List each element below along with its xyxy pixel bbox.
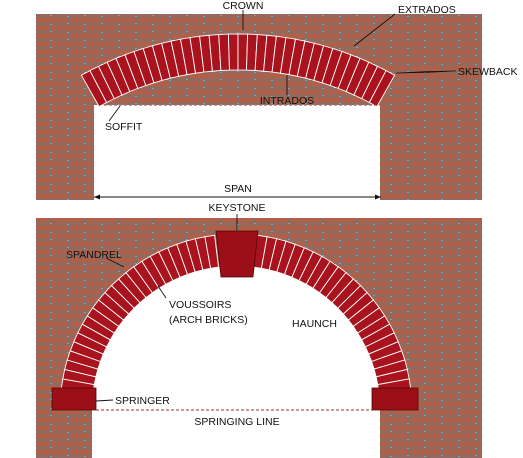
- crown-label: CROWN: [223, 0, 264, 12]
- span-arrow-right: [375, 194, 381, 200]
- span-arrow-left: [94, 194, 100, 200]
- span-label: SPAN: [224, 183, 252, 195]
- flat-arch-brick: [227, 33, 239, 71]
- springer-label: SPRINGER: [115, 395, 170, 407]
- soffit-label: SOFFIT: [105, 121, 143, 133]
- extrados-label: EXTRADOS: [398, 4, 456, 16]
- springer-leader: [95, 399, 114, 402]
- springer-right: [371, 387, 419, 411]
- voussoirs-note-label: (ARCH BRICKS): [169, 314, 248, 326]
- haunch-label: HAUNCH: [292, 318, 337, 330]
- voussoirs-leader: [157, 285, 167, 299]
- round-arch-brick: [204, 234, 219, 269]
- spandrel-label: SPANDREL: [66, 249, 122, 261]
- keystone-block: [215, 230, 259, 278]
- flat-arch-brick: [218, 33, 230, 71]
- extrados-leader: [353, 13, 396, 47]
- round-arch-figure: KEYSTONE SPANDREL VOUSSOIRS (ARCH BRICKS…: [36, 202, 482, 458]
- flat-arch-figure: CROWN EXTRADOS SKEWBACK INTRADOS SOFFIT …: [36, 0, 518, 200]
- spandrel-leader: [105, 257, 125, 268]
- springer-left: [51, 387, 97, 411]
- springing-line-label: SPRINGING LINE: [194, 416, 279, 428]
- flat-arch-voussoirs: [80, 33, 396, 108]
- skewback-leader: [395, 70, 457, 74]
- keystone-label: KEYSTONE: [209, 202, 266, 214]
- voussoirs-label: VOUSSOIRS: [169, 299, 231, 311]
- soffit-leader: [108, 105, 121, 122]
- intrados-label: INTRADOS: [260, 95, 314, 107]
- flat-arch-brick: [237, 33, 249, 71]
- round-arch-voussoirs: [60, 234, 412, 393]
- skewback-label: SKEWBACK: [458, 66, 518, 78]
